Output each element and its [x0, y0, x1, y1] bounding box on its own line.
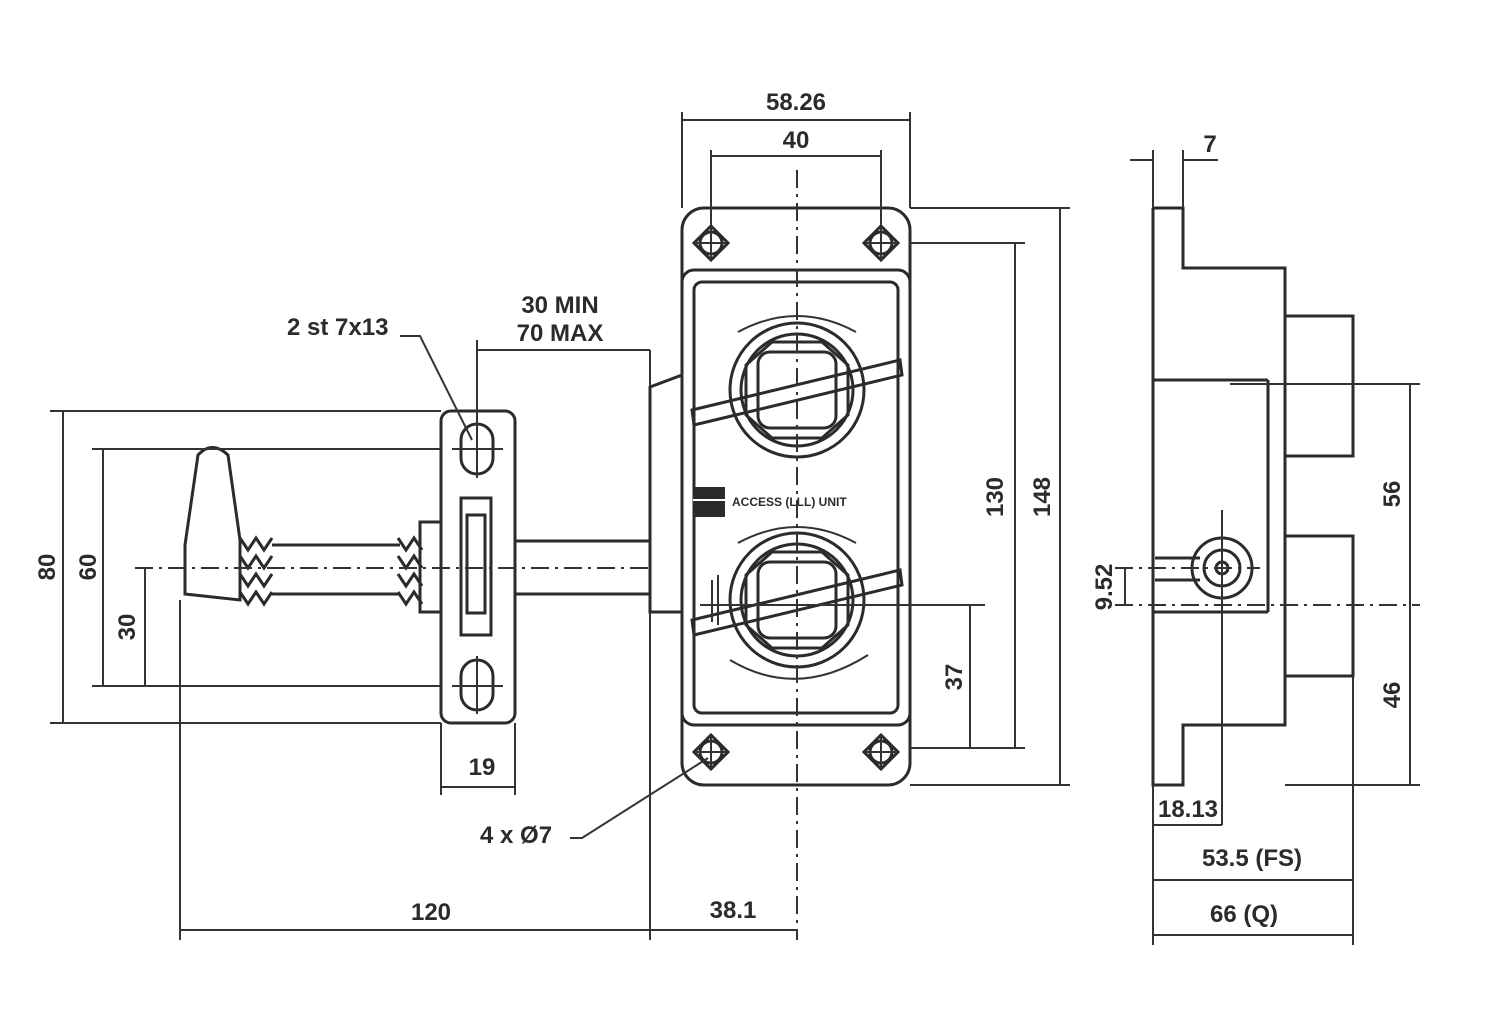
dim-37: 37: [941, 664, 968, 691]
lever-upper: [690, 358, 904, 427]
dim-120: 120: [411, 899, 451, 926]
dim-80: 80: [34, 554, 61, 581]
key-head: [183, 446, 242, 602]
pivot-icon: [1155, 536, 1254, 600]
travel-max-label: 70 MAX: [517, 320, 604, 347]
side-body: [1151, 206, 1287, 787]
dim-fs: 53.5 (FS): [1202, 845, 1302, 872]
dim-q: 66 (Q): [1210, 901, 1278, 928]
side-boss-upper: [1283, 314, 1355, 458]
mount-hole-br: [861, 732, 901, 772]
center-slot: [459, 496, 493, 637]
unit-side-view: 7 9.52 56 46 18.13 53.5 (FS) 66 (Q): [1091, 131, 1420, 945]
brand-logo: [693, 487, 725, 517]
dim-38-1: 38.1: [710, 897, 757, 924]
unit-front-view: ACCESS (LLL) UNIT 58.26 40 148 130 37 4 …: [480, 89, 1070, 940]
plate-label: ACCESS (LLL) UNIT: [732, 495, 847, 509]
dim-9-52: 9.52: [1091, 564, 1118, 611]
mount-hole-tr: [861, 223, 901, 263]
slots-label: 2 st 7x13: [287, 314, 388, 341]
key-bracket-view: 80 60 30 19 2 st 7x13 30 MIN 70 MAX 120: [34, 292, 651, 940]
dim-40: 40: [783, 127, 810, 154]
dim-60: 60: [75, 554, 102, 581]
dim-18-13: 18.13: [1158, 796, 1218, 823]
dim-130: 130: [982, 477, 1009, 517]
travel-min-label: 30 MIN: [521, 292, 598, 319]
mount-hole-bl: [691, 732, 731, 772]
lever-lower: [690, 568, 904, 637]
holes-label: 4 x Ø7: [480, 822, 552, 849]
dim-19: 19: [469, 754, 496, 781]
dim-46: 46: [1379, 682, 1406, 709]
spring-icon: [238, 535, 274, 607]
dim-58-26: 58.26: [766, 89, 826, 116]
dim-7: 7: [1203, 131, 1216, 158]
dim-148: 148: [1029, 477, 1056, 517]
dim-56: 56: [1379, 481, 1406, 508]
mount-hole-tl: [691, 223, 731, 263]
dim-30: 30: [114, 614, 141, 641]
